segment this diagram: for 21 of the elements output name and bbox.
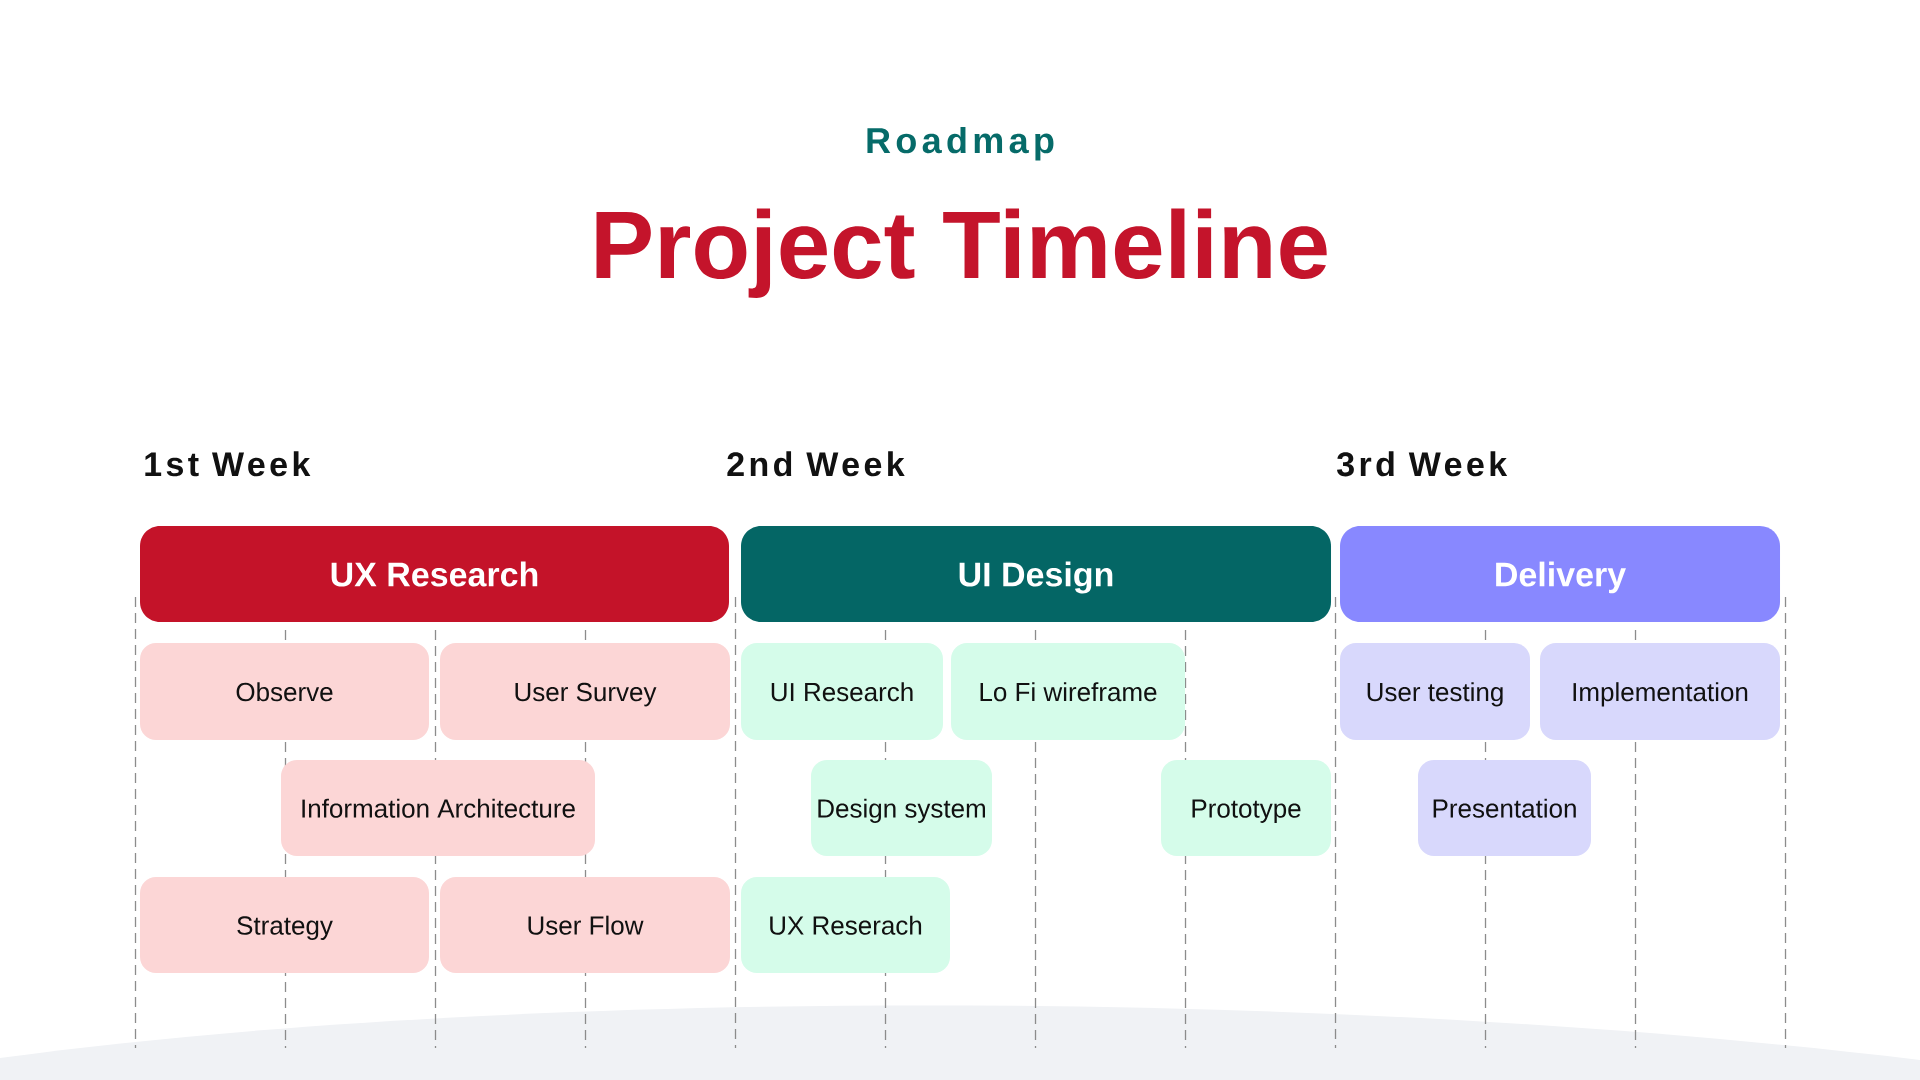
task-box: User Flow (440, 877, 730, 973)
week-label: 3rd Week (1337, 451, 1508, 477)
task-box: Presentation (1418, 760, 1591, 856)
task-box: Prototype (1161, 760, 1331, 856)
task-box: Lo Fi wireframe (951, 643, 1185, 740)
title: Project Timeline (596, 208, 1327, 298)
week-label: 1st Week (145, 451, 311, 477)
phase-bar: UI Design (741, 526, 1331, 622)
task-box: Strategy (140, 877, 429, 973)
task-box: Information Architecture (281, 760, 595, 856)
task-box: User testing (1340, 643, 1530, 740)
task-box: Observe (140, 643, 429, 740)
task-box: UX Reserach (741, 877, 950, 973)
phase-bar: UX Research (140, 526, 729, 622)
task-box: User Survey (440, 643, 730, 740)
task-box: Design system (811, 760, 992, 856)
subtitle: Roadmap (867, 126, 1054, 161)
task-box: UI Research (741, 643, 943, 740)
phase-bar: Delivery (1340, 526, 1780, 622)
week-label: 2nd Week (727, 451, 905, 477)
task-box: Implementation (1540, 643, 1780, 740)
